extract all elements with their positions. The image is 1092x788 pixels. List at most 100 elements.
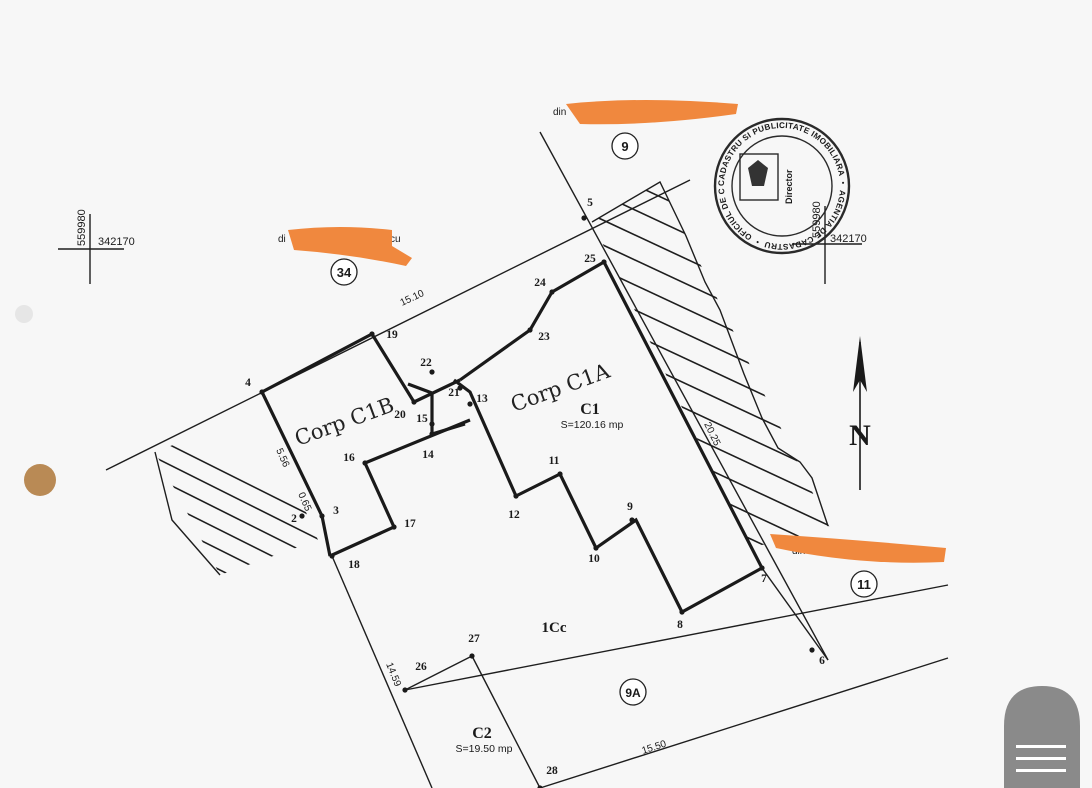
vertex-point-label: 21	[448, 387, 460, 399]
vertex-point-label: 25	[584, 253, 596, 265]
vertex-point	[629, 517, 635, 523]
vertex-point-label: 17	[404, 518, 416, 530]
vertex-point-label: 22	[420, 357, 432, 369]
svg-text:9: 9	[621, 139, 628, 154]
svg-text:11: 11	[857, 577, 871, 592]
vertex-point-label: 15	[416, 413, 428, 425]
vertex-point	[369, 331, 375, 337]
vertex-point-label: 23	[538, 331, 550, 343]
hatch-line	[592, 224, 830, 366]
vertex-point-label: 12	[508, 509, 520, 521]
vertex-point-label: 14	[422, 449, 434, 461]
coord-x-right: 342170	[830, 233, 867, 245]
vertex-points: 2345678910111213141516171819202122232425…	[245, 197, 825, 788]
redaction-left	[288, 227, 412, 266]
vertex-point	[809, 647, 815, 653]
vertex-point	[259, 389, 265, 395]
vertex-point-label: 5	[587, 197, 593, 209]
vertex-point	[549, 289, 555, 295]
vertex-point	[593, 545, 599, 551]
hatch-line	[155, 479, 318, 575]
vertex-point	[429, 431, 435, 437]
vertex-point	[557, 471, 563, 477]
dimension-bottom: 15.50	[641, 739, 669, 757]
coord-y-right: 559980	[811, 201, 823, 238]
svg-text:9A: 9A	[625, 686, 641, 700]
vertex-point	[329, 553, 335, 559]
redaction-right	[770, 534, 946, 563]
hamburger-menu-button[interactable]	[1004, 686, 1080, 788]
hamburger-menu-icon	[1016, 745, 1066, 772]
vertex-point-label: 27	[468, 633, 480, 645]
vertex-point-label: 13	[476, 393, 488, 405]
building-c2-name: C2	[472, 725, 492, 742]
vertex-point	[679, 609, 685, 615]
vertex-point	[467, 401, 473, 407]
vertex-point-label: 20	[394, 409, 406, 421]
svg-text:34: 34	[337, 265, 352, 280]
pin-mark	[24, 464, 56, 496]
neighbor-right-outline	[591, 181, 829, 527]
hatch-line	[592, 449, 830, 548]
parcel-34: 34	[330, 258, 358, 286]
vertex-point-label: 26	[415, 661, 427, 673]
hatch-line	[592, 499, 830, 548]
hatched-neighbor-left	[120, 419, 360, 700]
dimension-top: 15.10	[399, 288, 427, 309]
vertex-point	[299, 513, 305, 519]
coord-y-left: 559980	[76, 209, 88, 246]
hatch-line	[120, 580, 360, 700]
vertex-point	[513, 493, 519, 499]
north-label: N	[849, 419, 871, 452]
vertex-point	[601, 259, 607, 265]
boundary-lines	[105, 131, 949, 788]
smudge-mark	[15, 305, 33, 323]
parcel-9a: 9A	[619, 678, 647, 706]
building-c1-area: S=120.16 mp	[561, 419, 624, 431]
building-c1-name: C1	[580, 401, 600, 418]
vertex-point	[457, 385, 463, 391]
vertex-point-label: 8	[677, 619, 683, 631]
official-stamp-icon: CADASTRU SI PUBLICITATE IMOBILIARA ・ AGE…	[0, 0, 851, 255]
vertex-point-label: 2	[291, 513, 297, 525]
vertex-point-label: 28	[546, 765, 558, 777]
vertex-point	[581, 215, 587, 221]
vertex-point	[759, 565, 765, 571]
vertex-point-label: 10	[588, 553, 600, 565]
coordinate-cross-left: 559980 342170	[58, 209, 135, 284]
vertex-point-label: 11	[549, 455, 560, 467]
vertex-point-label: 3	[333, 505, 339, 517]
courtyard-label: 1Cc	[542, 620, 567, 636]
dimension-bottom-left: 14.59	[383, 661, 403, 689]
vertex-point-label: 24	[534, 277, 546, 289]
vertex-point	[402, 687, 408, 693]
vertex-point	[391, 524, 397, 530]
coordinate-cross-right: 559980 342170	[792, 201, 867, 284]
vertex-point-label: 16	[343, 452, 355, 464]
neighbor-label-top: din	[553, 107, 566, 118]
hatch-line	[592, 274, 830, 416]
parcel-11: 11	[850, 570, 878, 598]
vertex-point	[429, 369, 435, 375]
vertex-point	[429, 421, 435, 427]
vertex-point	[527, 327, 533, 333]
hatch-line	[560, 550, 860, 690]
hatch-line	[155, 539, 318, 575]
vertex-point-label: 18	[348, 559, 360, 571]
neighbor-label-left: di	[278, 234, 286, 245]
vertex-point	[319, 513, 325, 519]
vertex-point-label: 19	[386, 329, 398, 341]
parcel-9: 9	[611, 132, 639, 160]
hatch-line	[155, 439, 318, 561]
vertex-point	[537, 785, 543, 788]
vertex-point	[411, 399, 417, 405]
neighbor-left-outline	[154, 451, 221, 576]
coord-x-left: 342170	[98, 236, 135, 248]
vertex-point-label: 6	[819, 655, 825, 667]
redaction-top	[566, 100, 738, 125]
vertex-point-label: 7	[761, 573, 767, 585]
building-c2-area: S=19.50 mp	[456, 743, 513, 755]
neighbor-label-left-suffix: scu	[385, 234, 401, 245]
vertex-point	[362, 460, 368, 466]
